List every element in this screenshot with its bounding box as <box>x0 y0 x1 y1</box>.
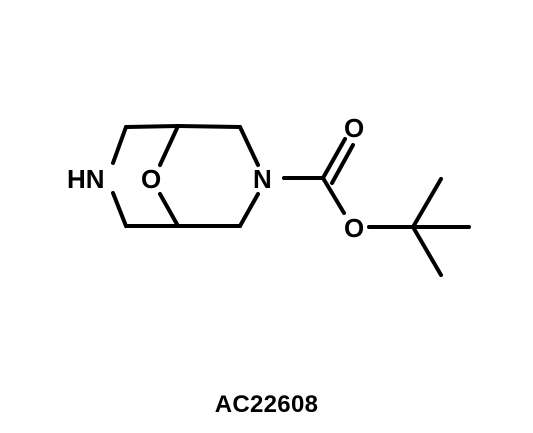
bond-upper-ch2-bridgehead <box>124 124 180 129</box>
bond-tbu-methyl-up <box>411 177 443 229</box>
atom-label-nh: HN <box>67 164 105 194</box>
bond-nh-upper-ch2 <box>111 125 128 165</box>
bond-upper-bridgehead-ch2 <box>176 124 242 129</box>
bond-tbu-methyl-down <box>411 225 443 277</box>
atom-label-carbamate-n: N <box>253 164 272 194</box>
bond-carbonyl-double-2 <box>330 143 355 185</box>
bond-lower-bridgehead-o <box>158 192 180 228</box>
bond-carbonyl-double-1 <box>321 137 347 180</box>
boc-group-bonds <box>282 137 471 277</box>
bicyclic-ring-bonds <box>111 124 260 228</box>
atom-label-bridge-o: O <box>141 164 161 194</box>
bond-ch2-n-upper <box>238 125 260 167</box>
compound-code-label: AC22608 <box>214 391 319 418</box>
atom-label-ester-o: O <box>344 213 364 243</box>
bond-ch2-n-lower <box>238 192 260 228</box>
bond-upper-bridgehead-o <box>158 124 180 167</box>
atom-label-carbonyl-o: O <box>344 113 364 143</box>
bond-nh-lower-ch2 <box>111 191 128 228</box>
bond-carbonyl-ester-o <box>321 176 346 215</box>
